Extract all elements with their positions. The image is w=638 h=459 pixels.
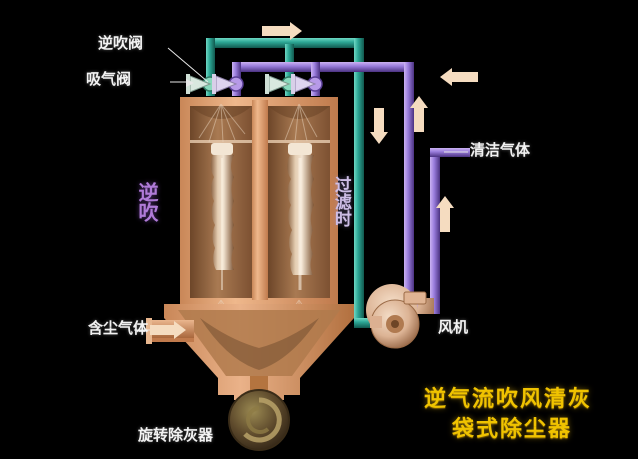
- label-suction-valve: 吸气阀: [86, 70, 132, 88]
- diagram-title-line2: 袋式除尘器: [452, 417, 573, 442]
- filter-bag-right: [287, 143, 314, 290]
- fan: [366, 284, 434, 349]
- label-fan: 风机: [438, 318, 469, 336]
- valve-suction-2[interactable]: [291, 74, 323, 94]
- label-dust-laden-gas: 含尘气体: [88, 319, 149, 337]
- leader-arrowheads: [186, 79, 194, 87]
- valve-reverse-blow-2[interactable]: [265, 74, 297, 94]
- label-reverse-blow-valve: 逆吹阀: [98, 34, 144, 52]
- hopper: [164, 304, 354, 400]
- baghouse-vessel: [180, 97, 338, 304]
- label-clean-gas: 清洁气体: [470, 141, 531, 159]
- filter-bag-left: [210, 143, 234, 290]
- label-filtering-mode: 过滤时: [330, 176, 351, 227]
- leader-lines: [134, 47, 468, 331]
- diagram-title-line1: 逆气流吹风清灰: [424, 387, 593, 412]
- rotary-ash-discharger: [228, 389, 290, 451]
- label-rotary-ash-discharger: 旋转除灰器: [138, 426, 214, 444]
- valve-suction-1[interactable]: [212, 74, 244, 94]
- label-reverse-blow-mode: 逆吹: [135, 182, 159, 222]
- flow-arrows: [150, 22, 478, 339]
